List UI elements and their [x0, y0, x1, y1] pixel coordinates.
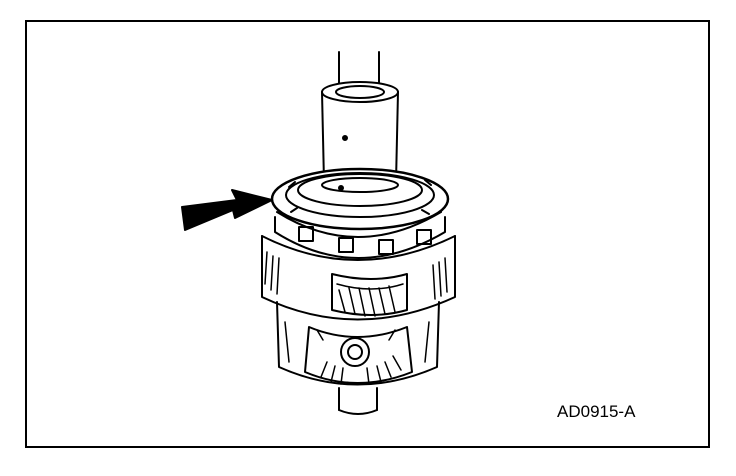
differential-assembly-illustration — [181, 51, 456, 415]
output-stub — [338, 387, 378, 415]
figure-id-label: AD0915-A — [557, 402, 636, 421]
lower-case — [276, 301, 440, 386]
case-flange — [274, 211, 446, 259]
bearing-ring — [270, 167, 450, 231]
pinion-window — [304, 326, 413, 385]
side-gear-window — [331, 273, 408, 317]
arrow-icon — [181, 189, 273, 231]
figure-frame: AD0915-A — [25, 20, 710, 448]
sleeve — [321, 81, 399, 183]
